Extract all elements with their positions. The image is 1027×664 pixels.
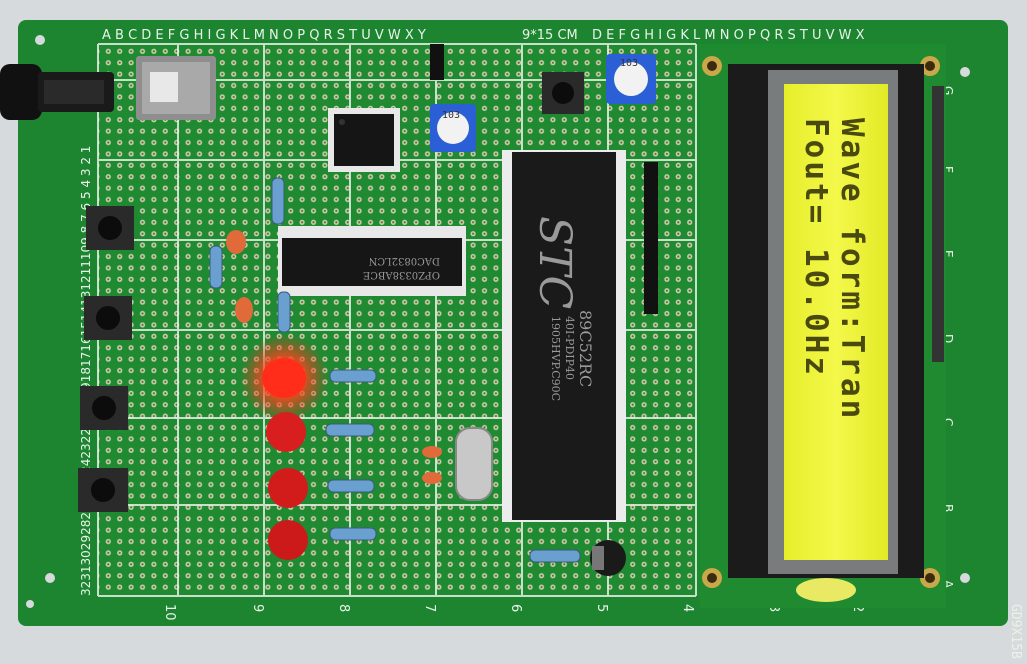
mcu-package: 40I-PDIP40 [563, 316, 576, 380]
mcu-brand: STC [529, 216, 580, 309]
pin-header-strip [644, 162, 658, 314]
mcu-lot: 1905HVP.C90C [549, 316, 562, 401]
board-code: GD9X15B [1008, 604, 1023, 659]
lcd-line-1: Wave form:Tran [834, 118, 870, 421]
dac-marking: OPZ0338ABCE [363, 269, 440, 280]
push-button [542, 72, 584, 114]
bottom-number: 10 [162, 604, 177, 621]
push-button [80, 386, 128, 430]
capacitor [235, 297, 253, 323]
right-letter: E [941, 250, 955, 258]
bottom-number: 4 [680, 604, 695, 612]
capacitor [226, 230, 246, 254]
resistor [209, 245, 223, 289]
right-letter: F [941, 166, 955, 173]
trimpot-label: 103 [620, 58, 638, 69]
bottom-number: 6 [508, 604, 523, 612]
dac-marking: DAC0832LCN [368, 255, 440, 266]
crystal-oscillator [455, 427, 493, 501]
trimpot: 103 [606, 54, 656, 104]
push-buttons [78, 72, 584, 512]
backlight-glow [796, 578, 856, 602]
bottom-number: 5 [594, 604, 609, 612]
bottom-number-row: 10 9 8 7 6 5 4 3 2 [162, 604, 865, 621]
power-switch [136, 56, 216, 120]
bottom-number: 3 [766, 604, 781, 612]
dac-chip: DAC0832LCN OPZ0338ABCE [278, 226, 466, 296]
electrolytic-capacitor [590, 540, 626, 576]
resistor [529, 549, 581, 563]
mcu-model: 89C52RC [576, 310, 595, 387]
right-letter: D [941, 334, 955, 343]
jumper-header [430, 44, 444, 80]
led-off [268, 520, 308, 560]
bottom-number: 7 [422, 604, 437, 612]
right-letter: C [941, 418, 955, 426]
capacitor [422, 472, 442, 484]
lcd-module [700, 48, 946, 608]
top-letter-row-right: D E F G H I G K L M N O P Q R S T U V W … [592, 28, 865, 43]
led-on [262, 358, 306, 398]
push-button [78, 468, 128, 512]
mcu-chip: STC 89C52RC 40I-PDIP40 1905HVP.C90C [502, 150, 626, 522]
right-letter: B [941, 504, 955, 512]
capacitors [226, 230, 442, 484]
push-button [84, 296, 132, 340]
led-array [240, 334, 328, 560]
resistor [271, 177, 285, 225]
led-off [266, 412, 306, 452]
push-button [86, 206, 134, 250]
bottom-number: 8 [336, 604, 351, 612]
resistor [327, 479, 375, 493]
resistor [329, 527, 377, 541]
resistors [209, 177, 581, 563]
board-size-label: 9*15 CM [522, 28, 578, 43]
right-letter-column: G F E D C B A [941, 86, 955, 589]
bottom-number: 2 [850, 604, 865, 612]
top-letter-row-left: A B C D E F G H I G K L M N O P Q R S T … [102, 28, 426, 43]
resistor [325, 423, 375, 437]
bottom-number: 9 [250, 604, 265, 612]
lcd-pin-header [932, 86, 944, 362]
right-letter: A [941, 580, 955, 589]
ic-8pin [328, 108, 400, 172]
trimpot: 103 [430, 104, 476, 152]
capacitor [422, 446, 442, 458]
dc-power-jack [0, 64, 114, 120]
resistor [329, 369, 377, 383]
lcd-line-2: Fout= 10.0Hz [798, 118, 834, 378]
resistor [277, 291, 291, 333]
trimpot-label: 103 [442, 110, 460, 121]
led-off [268, 468, 308, 508]
right-letter: G [941, 86, 955, 95]
